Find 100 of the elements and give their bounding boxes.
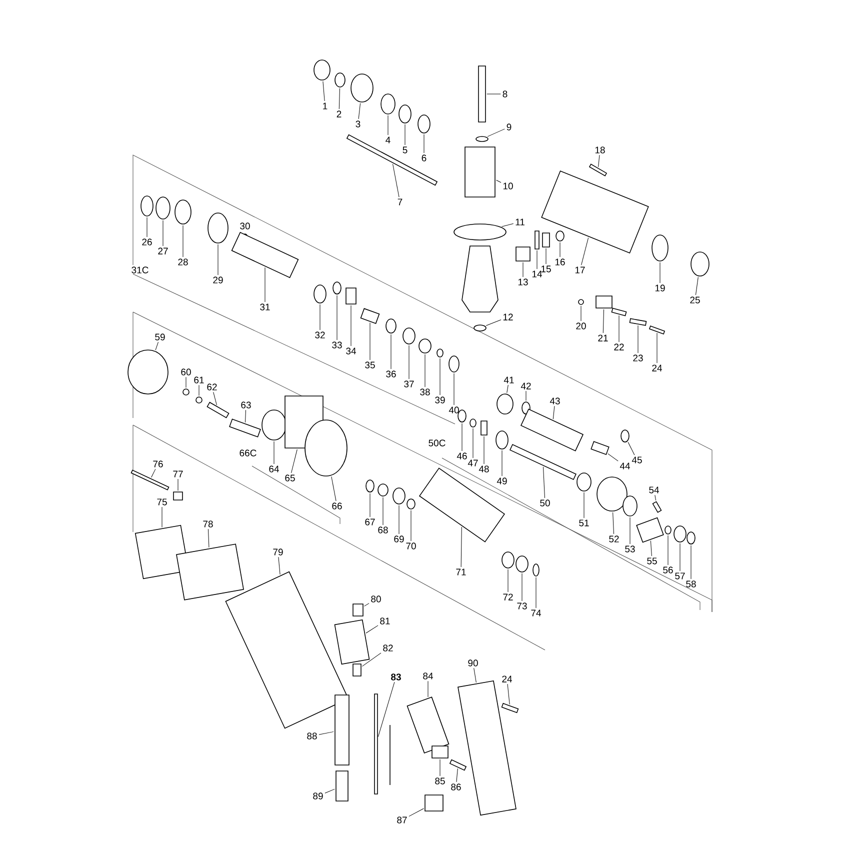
ring [418, 114, 430, 134]
callout-number: 15 [541, 266, 551, 272]
callout-number: 89 [313, 792, 323, 800]
part-outline [225, 571, 349, 729]
leader-line [501, 223, 514, 227]
ring [556, 230, 564, 242]
part-outline [334, 619, 370, 665]
leader-line [496, 180, 502, 183]
ring [652, 234, 668, 262]
part-outline [542, 232, 550, 248]
leader-line [581, 238, 589, 266]
callout-number: 5 [402, 146, 408, 154]
callout-number: 31C [132, 266, 148, 274]
callout-number: 1 [323, 102, 328, 110]
callout-number: 86 [451, 784, 461, 790]
leader-line [324, 788, 335, 794]
ring [454, 224, 506, 240]
callout-number: 13 [518, 278, 528, 286]
ring [350, 74, 374, 102]
part-outline [541, 170, 649, 254]
leader-line [362, 652, 382, 667]
callout-number: 4 [386, 136, 390, 144]
part-outline [432, 746, 448, 758]
callout-number: 11 [516, 218, 524, 226]
callout-number: 29 [213, 276, 223, 284]
leader-line [146, 217, 148, 238]
callout-number: 27 [158, 248, 168, 254]
ring [690, 252, 710, 276]
callout-number: 82 [383, 644, 393, 652]
rod [478, 66, 486, 122]
callout-number: 25 [690, 296, 700, 304]
callout-number: 9 [506, 124, 512, 130]
ring [208, 212, 228, 244]
callout-number: 87 [397, 816, 407, 824]
leader-line [378, 682, 395, 737]
leader-line [318, 731, 334, 735]
ring [332, 282, 342, 294]
callout-number: 81 [380, 618, 390, 624]
ring [314, 284, 326, 304]
leader-line [474, 668, 476, 683]
callout-number: 18 [595, 146, 605, 154]
callout-number: 7 [398, 198, 402, 206]
part-outline [464, 146, 496, 198]
callout-number: 88 [307, 732, 317, 740]
callout-number: 14 [532, 270, 542, 278]
rod [374, 694, 378, 794]
leader-line [536, 250, 538, 270]
callout-number: 50C [428, 440, 446, 446]
leader-line [507, 684, 510, 705]
leader-line [358, 103, 361, 120]
callout-number: 6 [422, 154, 426, 162]
callout-number: 2 [336, 110, 342, 118]
callout-number: 30 [240, 222, 250, 230]
ring [314, 60, 330, 80]
leader-line [522, 262, 524, 278]
callout-number: 83 [391, 674, 401, 680]
part-outline [346, 288, 356, 304]
callout-number: 19 [655, 284, 665, 292]
ring [174, 200, 192, 224]
callout-number: 24 [502, 676, 512, 682]
ring [380, 94, 396, 114]
leader-line [322, 81, 325, 102]
callout-number: 17 [575, 266, 585, 274]
part-outline [516, 246, 530, 262]
leader-line [598, 154, 600, 168]
callout-number: 66C [240, 450, 256, 456]
ring [334, 72, 346, 88]
leader-line [162, 220, 164, 246]
callout-number: 84 [423, 672, 433, 680]
leader-line [264, 267, 266, 302]
ring [578, 299, 584, 305]
leader-line [182, 225, 184, 258]
rod [534, 230, 540, 250]
callout-number: 10 [503, 182, 513, 190]
callout-number: 16 [555, 258, 565, 266]
ring [398, 104, 412, 124]
part-outline [596, 296, 612, 308]
callout-number: 8 [502, 90, 508, 98]
part-outline [424, 794, 444, 812]
leader-line [695, 276, 698, 296]
part-outline [352, 664, 362, 676]
leader-line [366, 625, 378, 634]
leader-line [456, 768, 458, 782]
ring [156, 196, 170, 220]
leader-line [338, 88, 340, 110]
callout-number: 90 [468, 660, 478, 666]
callout-number: 3 [356, 120, 360, 128]
ring [140, 196, 154, 216]
leader-line [408, 808, 424, 817]
leader-line [404, 124, 406, 146]
leader-line [392, 164, 400, 198]
part-outline [334, 694, 350, 766]
callout-number: 85 [435, 778, 445, 784]
rod [501, 702, 519, 714]
callout-number: 28 [178, 258, 188, 266]
part-outline [406, 696, 450, 754]
part-outline [336, 770, 348, 802]
leader-line [487, 128, 505, 137]
callout-number: 31 [260, 304, 270, 310]
callout-number: 26 [142, 238, 152, 246]
